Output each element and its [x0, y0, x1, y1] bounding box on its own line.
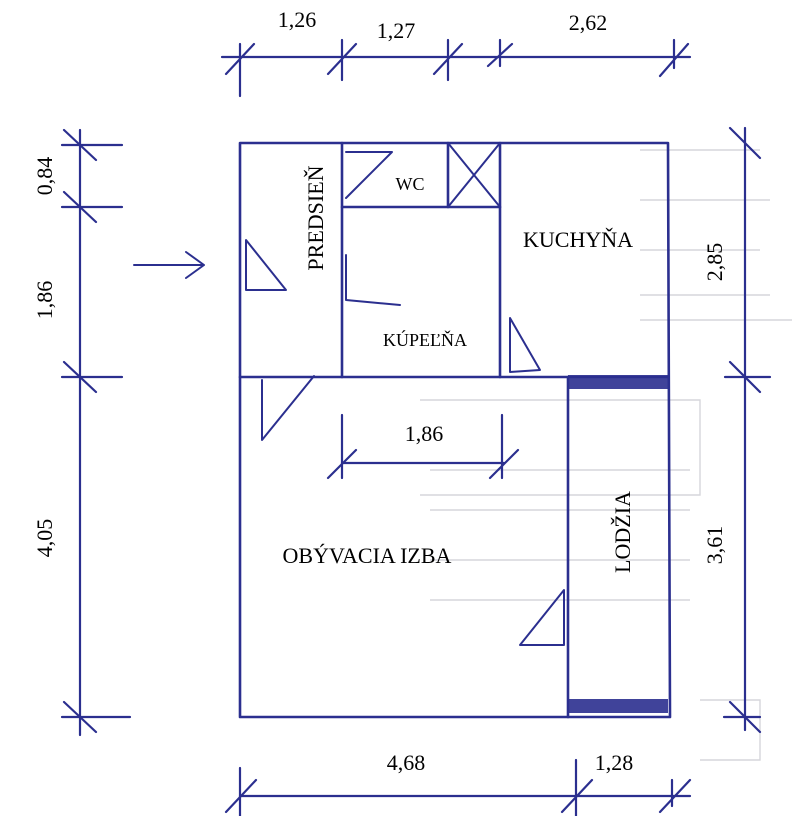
dimension-line-inner [326, 413, 520, 480]
dimension-line-right [722, 126, 772, 734]
dimension-values: 1,26 1,27 2,62 0,84 1,86 4,05 2,85 3,61 … [32, 7, 727, 775]
outer-walls [238, 141, 672, 719]
room-label-kupelna: KÚPEĽŇA [383, 329, 467, 350]
dim-top-1: 1,26 [278, 7, 317, 32]
entrance-arrow-icon [133, 251, 205, 279]
shaft-cross [447, 142, 501, 208]
room-label-kuchyna: KUCHYŇA [523, 227, 633, 252]
dim-bottom-1: 4,68 [387, 750, 426, 775]
dim-left-3: 4,05 [32, 519, 57, 558]
dim-left-2: 1,86 [32, 281, 57, 320]
room-label-predsien: PREDSIEŇ [303, 165, 328, 270]
dim-right-1: 2,85 [702, 243, 727, 282]
dim-inner: 1,86 [405, 421, 444, 446]
dim-top-2: 1,27 [377, 18, 416, 43]
dim-bottom-2: 1,28 [595, 750, 634, 775]
room-label-lodzia: LODŽIA [610, 491, 635, 573]
room-label-obyvacia: OBÝVACIA IZBA [283, 543, 452, 568]
dim-top-3: 2,62 [569, 10, 608, 35]
room-label-wc: WC [396, 174, 425, 194]
dim-left-1: 0,84 [32, 157, 57, 196]
dimension-line-top [220, 38, 692, 98]
loggia-hatch [568, 375, 668, 713]
room-labels: PREDSIEŇ WC KUCHYŇA KÚPEĽŇA OBÝVACIA IZB… [283, 165, 635, 573]
dimension-line-left [60, 128, 132, 737]
background-ghost-lines [420, 149, 792, 761]
door-swings [245, 151, 565, 646]
dim-right-2: 3,61 [702, 526, 727, 565]
dimension-line-bottom [224, 758, 692, 816]
